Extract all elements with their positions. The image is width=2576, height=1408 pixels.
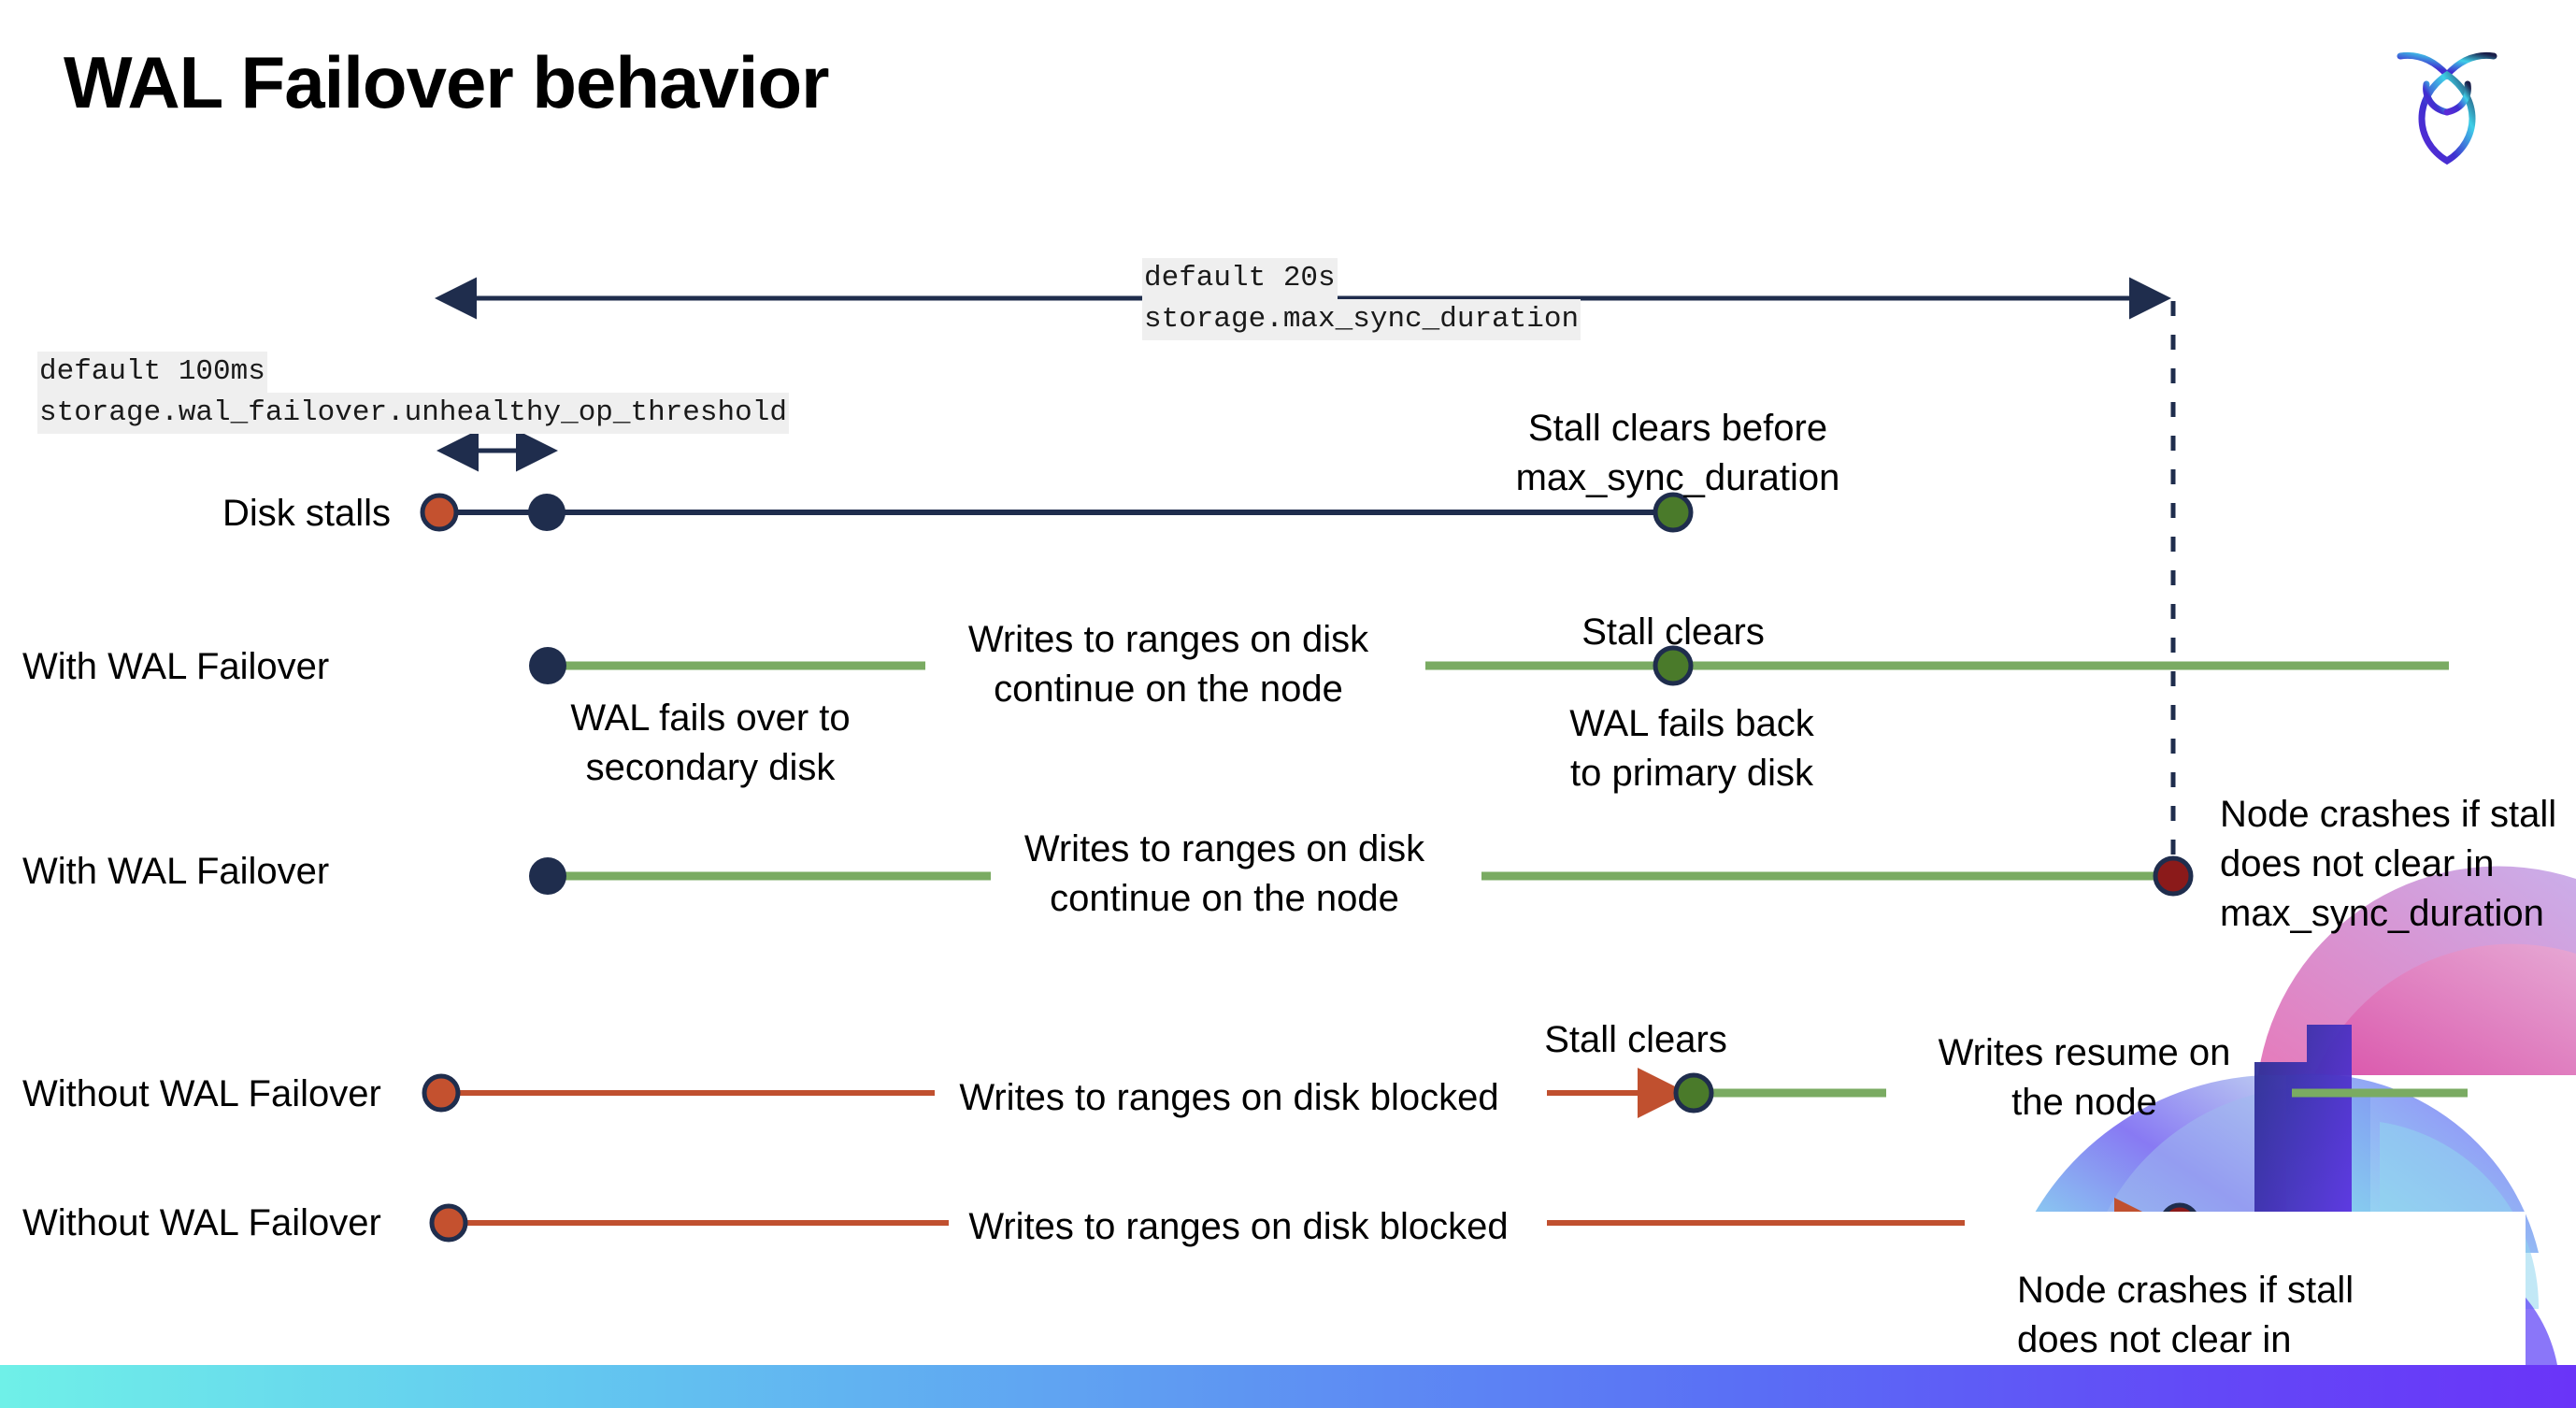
annotation-stall-clears-1: Stall clears bbox=[1581, 611, 1765, 653]
max-sync-default-label: default 20s bbox=[1142, 258, 1338, 300]
unhealthy-op-default-label: default 100ms bbox=[37, 352, 267, 394]
row-label-disk-stalls: Disk stalls bbox=[222, 493, 392, 534]
annotation-wal-fails-back: WAL fails back to primary disk bbox=[1569, 703, 1814, 794]
max-sync-duration-setting: default 20s storage.max_sync_duration bbox=[1142, 258, 1581, 341]
annotation-stall-clears-before: Stall clears before max_sync_duration bbox=[1515, 408, 1840, 498]
row-label-without-wal-failover-2: Without WAL Failover bbox=[22, 1202, 381, 1243]
annotation-node-crashes-1: Node crashes if stall does not clear in … bbox=[2220, 794, 2557, 934]
annotation-stall-clears-2: Stall clears bbox=[1544, 1019, 1727, 1060]
unhealthy-op-setting-label: storage.wal_failover.unhealthy_op_thresh… bbox=[37, 393, 789, 435]
unhealthy-op-threshold-setting: default 100ms storage.wal_failover.unhea… bbox=[37, 352, 789, 435]
row-label-with-wal-failover-2: With WAL Failover bbox=[22, 851, 330, 892]
annotation-wal-fails-over: WAL fails over to secondary disk bbox=[570, 697, 851, 788]
row-label-with-wal-failover-1: With WAL Failover bbox=[22, 646, 330, 687]
cockroachdb-logo bbox=[2382, 30, 2512, 170]
annotation-writes-continue-2: Writes to ranges on disk continue on the… bbox=[1023, 828, 1425, 919]
max-sync-setting-label: storage.max_sync_duration bbox=[1142, 299, 1581, 341]
annotation-writes-continue-1: Writes to ranges on disk continue on the… bbox=[967, 619, 1369, 710]
page-title: WAL Failover behavior bbox=[64, 41, 829, 123]
annotation-writes-blocked-1: Writes to ranges on disk blocked bbox=[959, 1077, 1499, 1118]
annotation-writes-resume: Writes resume on the node bbox=[1938, 1032, 2231, 1123]
annotation-writes-blocked-2: Writes to ranges on disk blocked bbox=[968, 1206, 1509, 1247]
bottom-gradient-bar bbox=[0, 1365, 2576, 1408]
row-label-without-wal-failover-1: Without WAL Failover bbox=[22, 1073, 381, 1114]
